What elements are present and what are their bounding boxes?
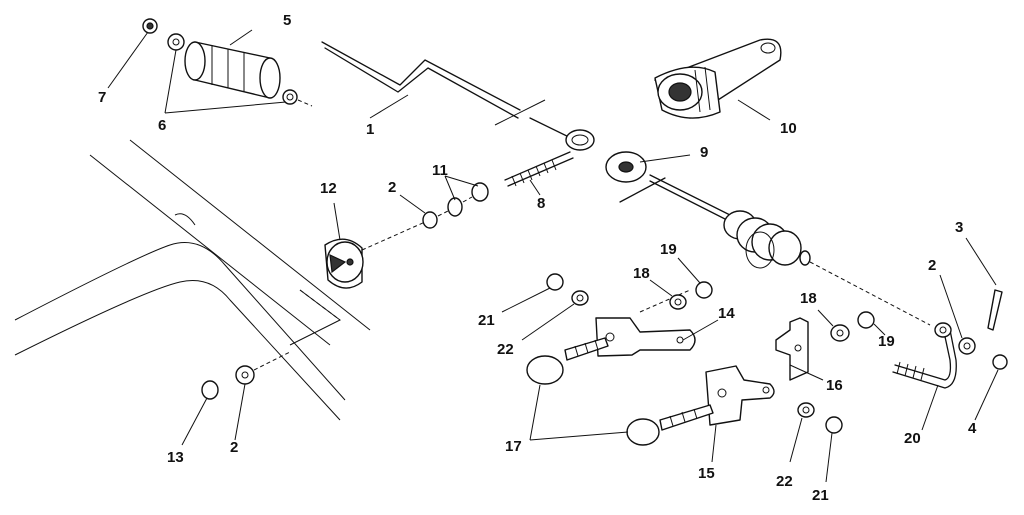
threaded-stud: [504, 151, 574, 187]
callout-8: 8: [537, 195, 545, 212]
callout-9: 9: [700, 144, 708, 161]
shift-lever: [654, 38, 782, 119]
callout-5: 5: [283, 12, 291, 29]
callout-4: 4: [968, 420, 977, 437]
callout-6: 6: [158, 117, 166, 134]
callout-18: 18: [633, 265, 650, 282]
mounting-plate: [775, 317, 809, 381]
callout-18: 18: [800, 290, 817, 307]
callout-21: 21: [478, 312, 495, 329]
callout-12: 12: [320, 180, 337, 197]
callout-3: 3: [955, 219, 963, 236]
callout-22: 22: [776, 473, 793, 490]
callout-20: 20: [904, 430, 921, 447]
callout-7: 7: [98, 89, 106, 106]
stud-hardware: [422, 182, 489, 229]
callout-14: 14: [718, 305, 735, 322]
rod-end-assembly: [892, 289, 1008, 389]
callout-10: 10: [780, 120, 797, 137]
callout-19: 19: [660, 241, 677, 258]
callout-16: 16: [826, 377, 843, 394]
callout-11: 11: [432, 162, 448, 179]
shift-rod: [321, 41, 595, 151]
callout-13: 13: [167, 449, 184, 466]
bracket-lower: [626, 365, 775, 446]
callout-15: 15: [698, 465, 715, 482]
shift-grip: [142, 18, 313, 107]
leader-lines: [107, 29, 999, 483]
mount-hardware-left: [201, 351, 291, 400]
frame-outline: [14, 139, 371, 421]
callout-2: 2: [928, 257, 936, 274]
bushing: [605, 151, 647, 183]
callout-2: 2: [230, 439, 238, 456]
callout-21: 21: [812, 487, 829, 504]
callout-19: 19: [878, 333, 895, 350]
callout-1: 1: [366, 121, 374, 138]
callout-labels: 1 2 2 2 3 4 5 6 7 8 9 10 11 12 13 14 15 …: [98, 12, 977, 504]
callout-17: 17: [505, 438, 522, 455]
shift-cam: [324, 221, 426, 289]
bracket-upper: [526, 289, 696, 385]
callout-2: 2: [388, 179, 396, 196]
spring-assembly: [619, 174, 931, 326]
small-hardware: [546, 273, 875, 434]
callout-22: 22: [497, 341, 514, 358]
